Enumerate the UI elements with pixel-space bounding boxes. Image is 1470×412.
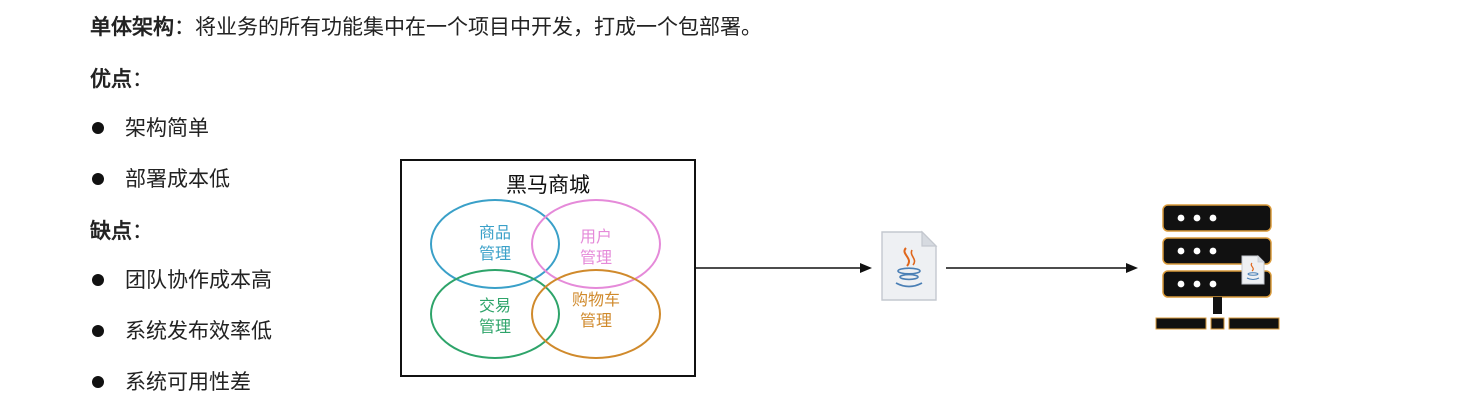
module-circle-cart <box>531 269 661 359</box>
bullet-icon <box>92 274 104 286</box>
cons-item: 团队协作成本高 <box>125 268 272 292</box>
bullet-icon <box>92 376 104 388</box>
bullet-icon <box>92 325 104 337</box>
pros-heading-line: 优点： <box>90 65 153 93</box>
pros-colon: ： <box>132 67 153 91</box>
module-label-user: 用户 管理 <box>579 227 612 267</box>
cons-heading-line: 缺点： <box>90 217 153 245</box>
deploy-arrow <box>946 263 1138 273</box>
monolith-title: 黑马商城 <box>506 173 590 197</box>
module-label-goods: 商品 管理 <box>478 223 511 263</box>
cons-heading: 缺点 <box>90 219 132 243</box>
cons-colon: ： <box>132 219 153 243</box>
pros-heading: 优点 <box>90 67 132 91</box>
pros-item: 部署成本低 <box>125 167 230 191</box>
description-line: 单体架构：将业务的所有功能集中在一个项目中开发，打成一个包部署。 <box>90 13 762 41</box>
module-label-cart: 购物车 管理 <box>571 290 620 330</box>
build-arrow <box>694 263 872 273</box>
cons-item: 系统发布效率低 <box>125 319 272 343</box>
bullet-icon <box>92 173 104 185</box>
module-label-trade: 交易 管理 <box>478 296 511 336</box>
pros-item: 架构简单 <box>125 116 209 140</box>
java-file-icon <box>881 230 938 301</box>
description-term: 单体架构 <box>90 15 174 39</box>
description-text: 将业务的所有功能集中在一个项目中开发，打成一个包部署。 <box>195 15 762 39</box>
description-separator: ： <box>174 15 195 39</box>
monolith-box: 黑马商城 商品 管理 用户 管理 交易 管理 购物车 管理 <box>400 159 696 377</box>
cons-item: 系统可用性差 <box>125 370 251 394</box>
deployed-java-file-icon <box>1241 255 1265 285</box>
bullet-icon <box>92 122 104 134</box>
